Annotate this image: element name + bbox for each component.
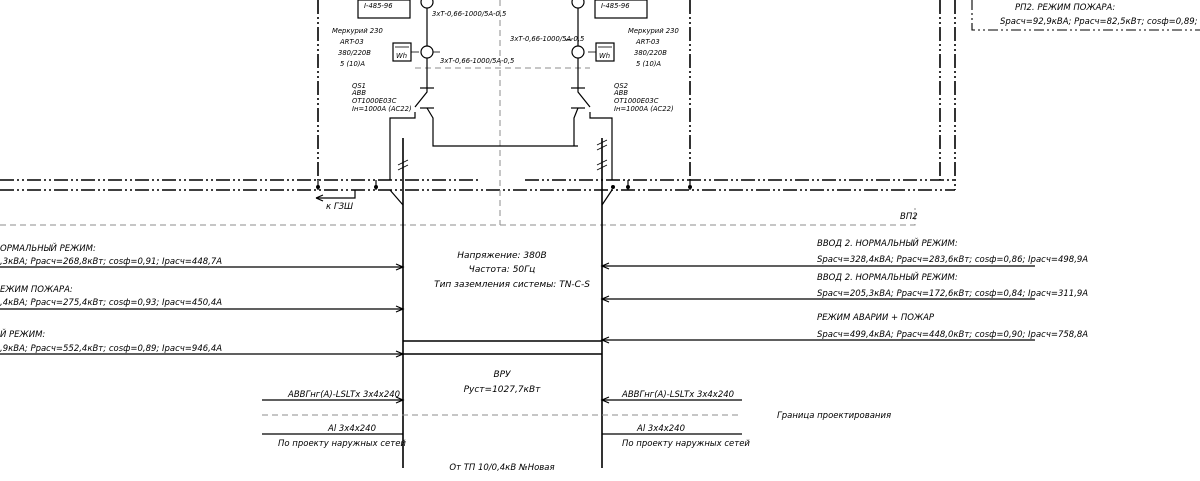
svg-text:ART-03: ART-03 [635, 38, 660, 46]
svg-text:Wh: Wh [599, 52, 610, 60]
ground-label: к ГЗШ [326, 202, 353, 212]
top-right-panel: РП2. РЕЖИМ ПОЖАРА: Sрасч=92,9кВА; Ррасч=… [1000, 3, 1200, 27]
cable-right-top: АВВГнг(А)-LSLTх 3х4х240 [621, 390, 734, 400]
svg-text:380/220В: 380/220В [634, 49, 667, 57]
ct-label-top: 3хТ-0,66-1000/5А-0,5 [432, 10, 506, 18]
svg-text:380/220В: 380/220В [338, 49, 371, 57]
meter-left-model: Меркурий 230 ART-03 380/220В 5 (10)А [332, 27, 383, 68]
svg-text:QS1: QS1 [352, 82, 366, 90]
svg-text:ABB: ABB [613, 89, 628, 97]
svg-text:ВРУ: ВРУ [493, 370, 511, 380]
panel-frames [0, 0, 1200, 226]
ct-right [565, 0, 585, 59]
panel-label: ВП2 [900, 212, 918, 222]
svg-text:Iн=1000А (AC22): Iн=1000А (AC22) [614, 105, 674, 113]
svg-text:ABB: ABB [351, 89, 366, 97]
breaker-qs1: QS1 ABB OT1000E03C Iн=1000А (AC22) [351, 82, 578, 147]
right-mode-3-title: РЕЖИМ АВАРИИ + ПОЖАР [817, 313, 935, 323]
meter-right-model: Меркурий 230 ART-03 380/220В 5 (10)А [628, 27, 679, 68]
svg-text:Руст=1027,7кВт: Руст=1027,7кВт [464, 385, 542, 395]
main-busbars [403, 340, 602, 355]
svg-text:ART-03: ART-03 [339, 38, 364, 46]
svg-text:Меркурий 230: Меркурий 230 [332, 27, 383, 35]
right-mode-1-title: ВВОД 2. НОРМАЛЬНЫЙ РЕЖИМ: [817, 237, 958, 249]
svg-text:Wh: Wh [396, 52, 407, 60]
svg-text:5 (10)А: 5 (10)А [636, 60, 661, 68]
right-modes: ВВОД 2. НОРМАЛЬНЫЙ РЕЖИМ: Sрасч=328,4кВА… [600, 237, 1088, 344]
svg-text:Iн=1000А (AC22): Iн=1000А (AC22) [352, 105, 412, 113]
system-info: Напряжение: 380В Частота: 50Гц Тип зазем… [434, 251, 590, 290]
wh-counter-right: Wh [588, 42, 615, 62]
source-label: От ТП 10/0,4кВ №Новая [449, 463, 554, 473]
cable-left-note: По проекту наружных сетей [278, 439, 406, 449]
left-mode-3-values: ,9кВА; Ррасч=552,4кВт; cosф=0,89; Iрасч=… [0, 344, 222, 354]
svg-text:РП2. РЕЖИМ ПОЖАРА:: РП2. РЕЖИМ ПОЖАРА: [1015, 3, 1115, 13]
left-mode-1-title: ОРМАЛЬНЫЙ РЕЖИМ: [0, 242, 96, 254]
svg-text:OT1000E03C: OT1000E03C [614, 97, 659, 105]
svg-text:QS2: QS2 [614, 82, 628, 90]
right-mode-2-title: ВВОД 2. НОРМАЛЬНЫЙ РЕЖИМ: [817, 271, 958, 283]
ct-label-mid: 3хТ-0,66-1000/5А-0,5 [510, 35, 584, 43]
cable-ticks [397, 139, 608, 171]
cable-right-note: По проекту наружных сетей [622, 439, 750, 449]
svg-text:5 (10)А: 5 (10)А [340, 60, 365, 68]
ct-label-left: 3хТ-0,66-1000/5А-0,5 [440, 57, 514, 65]
left-mode-1-values: ,3кВА; Ррасч=268,8кВт; cosф=0,91; Iрасч=… [0, 257, 222, 267]
wh-counter-left: Wh [392, 42, 419, 62]
project-boundary: Граница проектирования [262, 411, 891, 421]
cables: АВВГнг(А)-LSLTх 3х4х240 АВВГнг(А)-LSLTх … [262, 390, 750, 449]
ground-connection: к ГЗШ [315, 180, 692, 212]
cable-right-al: Al 3х4х240 [636, 424, 685, 434]
cable-left-al: Al 3х4х240 [327, 424, 376, 434]
left-mode-3-title: Й РЕЖИМ: [0, 328, 45, 340]
vru-info: ВРУ Руст=1027,7кВт [464, 370, 542, 395]
meter-right-id: I-485-96 [601, 2, 630, 10]
left-modes: ОРМАЛЬНЫЙ РЕЖИМ: ,3кВА; Ррасч=268,8кВт; … [0, 242, 405, 358]
meter-left-id: I-485-96 [364, 2, 393, 10]
svg-text:Напряжение: 380В: Напряжение: 380В [457, 251, 546, 261]
svg-text:Меркурий 230: Меркурий 230 [628, 27, 679, 35]
boundary-label: Граница проектирования [777, 411, 891, 421]
breaker-qs2: QS2 ABB OT1000E03C Iн=1000А (AC22) [571, 82, 674, 146]
right-mode-2-values: Sрасч=205,3кВА; Ррасч=172,6кВт; cosф=0,8… [817, 289, 1088, 299]
right-mode-1-values: Sрасч=328,4кВА; Ррасч=283,6кВт; cosф=0,8… [817, 255, 1088, 265]
left-mode-2-title: ЕЖИМ ПОЖАРА: [0, 285, 73, 295]
left-mode-2-values: ,4кВА; Ррасч=275,4кВт; cosф=0,93; Iрасч=… [0, 298, 222, 308]
cable-left-top: АВВГнг(А)-LSLTх 3х4х240 [287, 390, 400, 400]
meter-left: I-485-96 [357, 0, 411, 19]
ct-left [420, 0, 440, 59]
svg-text:Тип заземления системы: TN-C-S: Тип заземления системы: TN-C-S [434, 280, 590, 290]
svg-text:Sрасч=92,9кВА; Ррасч=82,5кВт;: Sрасч=92,9кВА; Ррасч=82,5кВт; cosф=0,89;… [1000, 17, 1200, 27]
svg-text:Частота: 50Гц: Частота: 50Гц [469, 265, 536, 275]
svg-text:OT1000E03C: OT1000E03C [352, 97, 397, 105]
right-mode-3-values: Sрасч=499,4кВА; Ррасч=448,0кВт; cosф=0,9… [817, 330, 1088, 340]
meter-right: I-485-96 [594, 0, 648, 19]
